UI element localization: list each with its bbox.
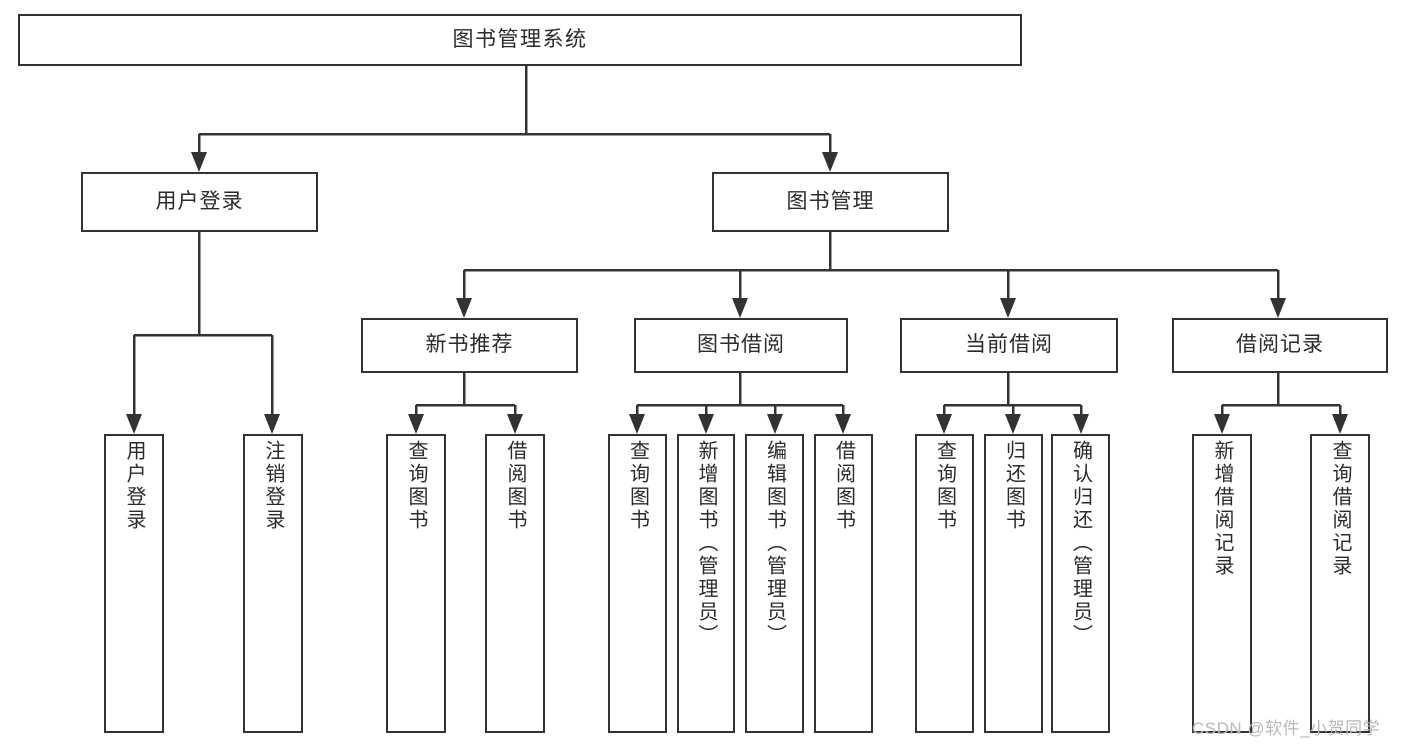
node-label-current-borrow: 当前借阅 [965,333,1053,357]
node-label-leaf-add-borrow-record: 新增借阅记录 [1211,440,1233,578]
node-leaf-query-book-cb[interactable]: 查询图书 [915,434,974,733]
arrowhead-cb-to-leaves-1 [1005,414,1021,434]
node-leaf-query-borrow-record[interactable]: 查询借阅记录 [1310,434,1370,733]
node-label-new-book-recommend: 新书推荐 [425,333,514,357]
node-label-leaf-user-login: 用户登录 [123,440,145,532]
arrowhead-root-to-level1-0 [191,152,207,172]
arrowhead-root-to-level1-1 [822,152,838,172]
node-borrow-records[interactable]: 借阅记录 [1172,318,1388,373]
node-leaf-logout[interactable]: 注销登录 [243,434,303,733]
node-label-leaf-query-borrow-record: 查询借阅记录 [1329,440,1351,578]
arrowhead-bm-to-level2-0 [456,298,472,318]
node-label-leaf-logout: 注销登录 [262,440,284,532]
node-leaf-user-login[interactable]: 用户登录 [104,434,164,733]
node-label-root: 图书管理系统 [452,27,588,51]
arrowhead-bb-to-leaves-2 [767,414,783,434]
arrowhead-bb-to-leaves-3 [835,414,851,434]
arrowhead-bm-to-level2-2 [1000,298,1016,318]
node-label-book-borrow: 图书借阅 [697,333,785,357]
arrowhead-cb-to-leaves-2 [1073,414,1089,434]
arrowhead-nb-to-leaves-0 [408,414,424,434]
node-leaf-query-book-nb[interactable]: 查询图书 [386,434,446,733]
node-leaf-add-borrow-record[interactable]: 新增借阅记录 [1192,434,1252,733]
node-user-login[interactable]: 用户登录 [81,172,318,232]
watermark-text: CSDN @软件_小贺同学 [1192,719,1381,738]
node-new-book-recommend[interactable]: 新书推荐 [361,318,578,373]
node-label-leaf-query-book-nb: 查询图书 [405,440,427,532]
node-label-leaf-edit-book-admin: 编辑图书（管理员） [763,440,786,647]
arrowhead-nb-to-leaves-1 [507,414,523,434]
node-label-leaf-return-book: 归还图书 [1002,440,1025,532]
node-label-user-login: 用户登录 [155,189,244,213]
arrowhead-bb-to-leaves-1 [698,414,714,434]
node-label-leaf-borrow-book-bb: 借阅图书 [832,440,855,532]
arrowhead-bb-to-leaves-0 [629,414,645,434]
node-label-book-management: 图书管理 [786,189,875,213]
node-book-management[interactable]: 图书管理 [712,172,949,232]
node-label-leaf-confirm-return-admin: 确认归还（管理员） [1069,440,1092,647]
node-label-leaf-query-book-bb: 查询图书 [626,440,649,532]
node-leaf-borrow-book-bb[interactable]: 借阅图书 [814,434,873,733]
node-leaf-query-book-bb[interactable]: 查询图书 [608,434,667,733]
node-current-borrow[interactable]: 当前借阅 [900,318,1118,373]
node-leaf-confirm-return-admin[interactable]: 确认归还（管理员） [1051,434,1110,733]
node-leaf-borrow-book-nb[interactable]: 借阅图书 [485,434,545,733]
node-root[interactable]: 图书管理系统 [18,14,1022,66]
node-leaf-add-book-admin[interactable]: 新增图书（管理员） [677,434,735,733]
node-leaf-return-book[interactable]: 归还图书 [984,434,1043,733]
node-label-leaf-add-book-admin: 新增图书（管理员） [695,440,717,647]
node-label-leaf-borrow-book-nb: 借阅图书 [504,440,526,532]
arrowhead-br-to-leaves-0 [1214,414,1230,434]
arrowhead-ul-to-leaves-0 [126,414,142,434]
arrowhead-br-to-leaves-1 [1332,414,1348,434]
arrowhead-bm-to-level2-3 [1270,298,1286,318]
node-leaf-edit-book-admin[interactable]: 编辑图书（管理员） [745,434,804,733]
node-label-leaf-query-book-cb: 查询图书 [933,440,956,532]
arrowhead-bm-to-level2-1 [732,298,748,318]
arrowhead-cb-to-leaves-0 [936,414,952,434]
node-label-borrow-records: 借阅记录 [1236,333,1324,357]
arrowhead-ul-to-leaves-1 [264,414,280,434]
node-book-borrow[interactable]: 图书借阅 [634,318,848,373]
